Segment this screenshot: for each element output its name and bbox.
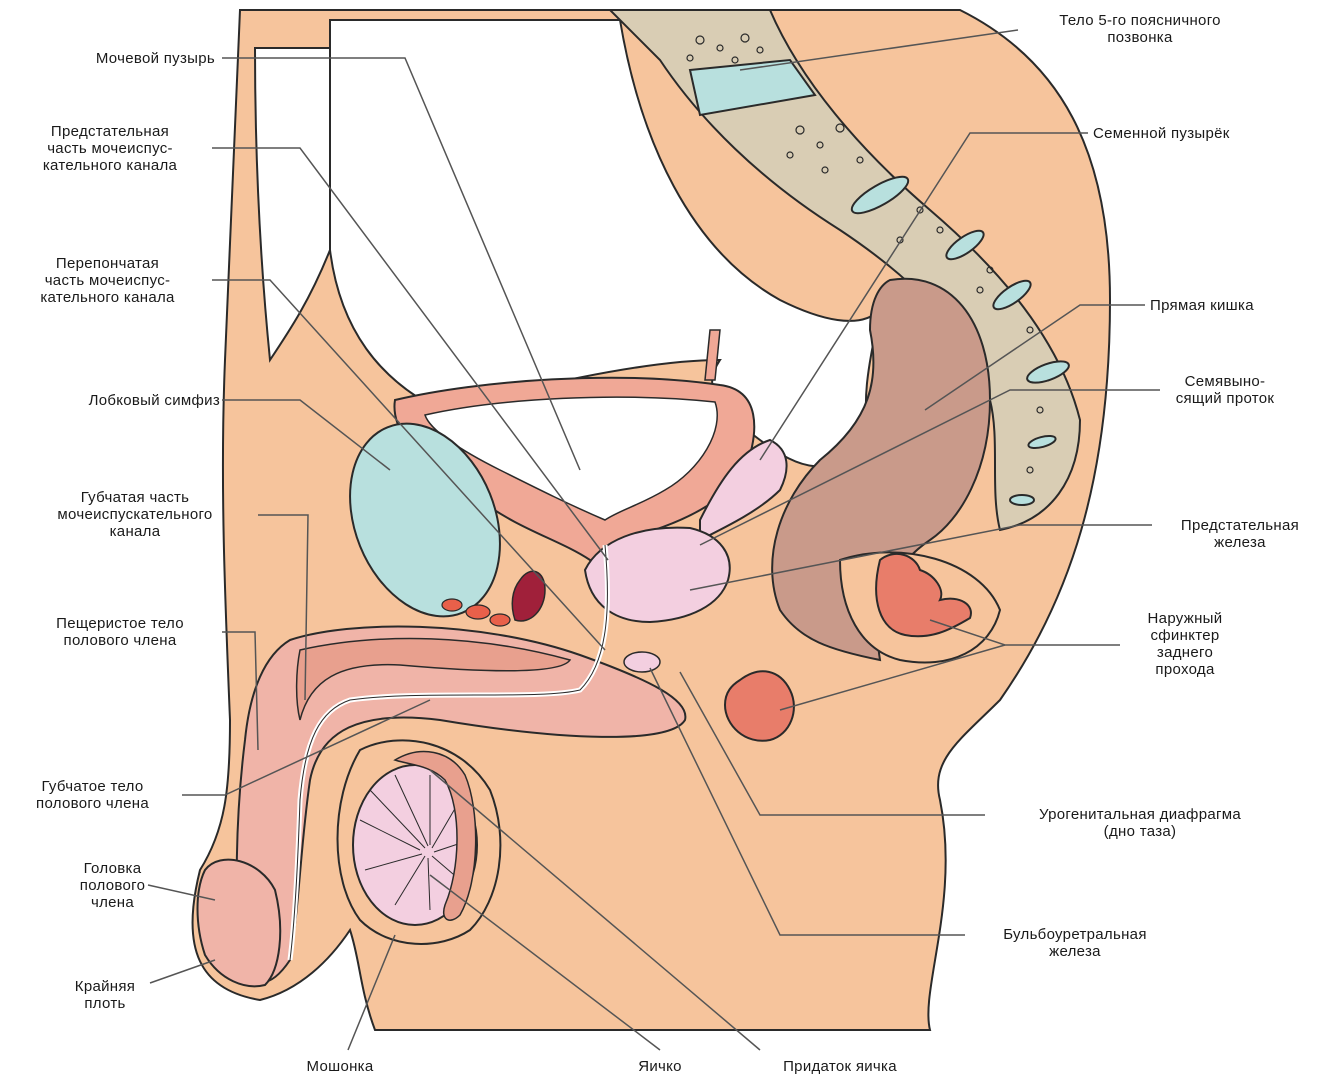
label-pubic-symphysis: Лобковый симфиз <box>10 392 220 409</box>
leader-vas-deferens <box>700 390 1160 545</box>
leader-prostate <box>690 525 1152 590</box>
leader-prostatic-urethra <box>212 148 608 560</box>
label-spongy-urethra: Губчатая часть мочеиспускательного канал… <box>15 489 255 540</box>
label-rectum: Прямая кишка <box>1150 297 1320 314</box>
label-corpus-spongiosum: Губчатое тело полового члена <box>5 778 180 812</box>
label-membranous-urethra: Перепончатая часть мочеиспус- кательного… <box>5 255 210 306</box>
label-seminal-vesicle: Семенной пузырёк <box>1093 125 1313 142</box>
label-anal-sphincter: Наружный сфинктер заднего прохода <box>1115 610 1255 678</box>
leader-scrotum <box>348 935 395 1050</box>
label-bladder: Мочевой пузырь <box>20 50 215 67</box>
leader-pubic-symphysis <box>222 400 390 470</box>
label-prostate: Предстательная железа <box>1150 517 1330 551</box>
leader-corpus-cavernosum <box>222 632 258 750</box>
leader-anal-sphincter-2 <box>780 645 1005 710</box>
label-foreskin: Крайняя плоть <box>55 978 155 1012</box>
leader-foreskin <box>150 960 215 983</box>
label-epididymis: Придаток яичка <box>740 1058 940 1075</box>
label-l5-vertebra: Тело 5-го поясничного позвонка <box>1010 12 1270 46</box>
leader-bulbourethral-gland <box>650 668 965 935</box>
leader-bladder <box>222 58 580 470</box>
leader-spongy-urethra <box>258 515 308 700</box>
leader-seminal-vesicle <box>760 133 1088 460</box>
label-bulbourethral-gland: Бульбоуретральная железа <box>960 926 1190 960</box>
leader-l5-vertebra <box>740 30 1018 70</box>
leader-corpus-spongiosum <box>182 700 430 795</box>
label-testis: Яичко <box>605 1058 715 1075</box>
label-urogenital-diaphragm: Урогенитальная диафрагма (дно таза) <box>985 806 1295 840</box>
label-prostatic-urethra: Предстательная часть мочеиспус- кательно… <box>10 123 210 174</box>
label-scrotum: Мошонка <box>280 1058 400 1075</box>
label-corpus-cavernosum: Пещеристое тело полового члена <box>20 615 220 649</box>
leader-testis <box>430 875 660 1050</box>
leader-anal-sphincter-1 <box>930 620 1120 645</box>
leader-membranous-urethra <box>212 280 605 650</box>
leader-epididymis <box>430 770 760 1050</box>
leader-urogenital-diaphragm <box>680 672 985 815</box>
leader-rectum <box>925 305 1145 410</box>
label-vas-deferens: Семявыно- сящий проток <box>1140 373 1310 407</box>
label-glans: Головка полового члена <box>50 860 175 911</box>
